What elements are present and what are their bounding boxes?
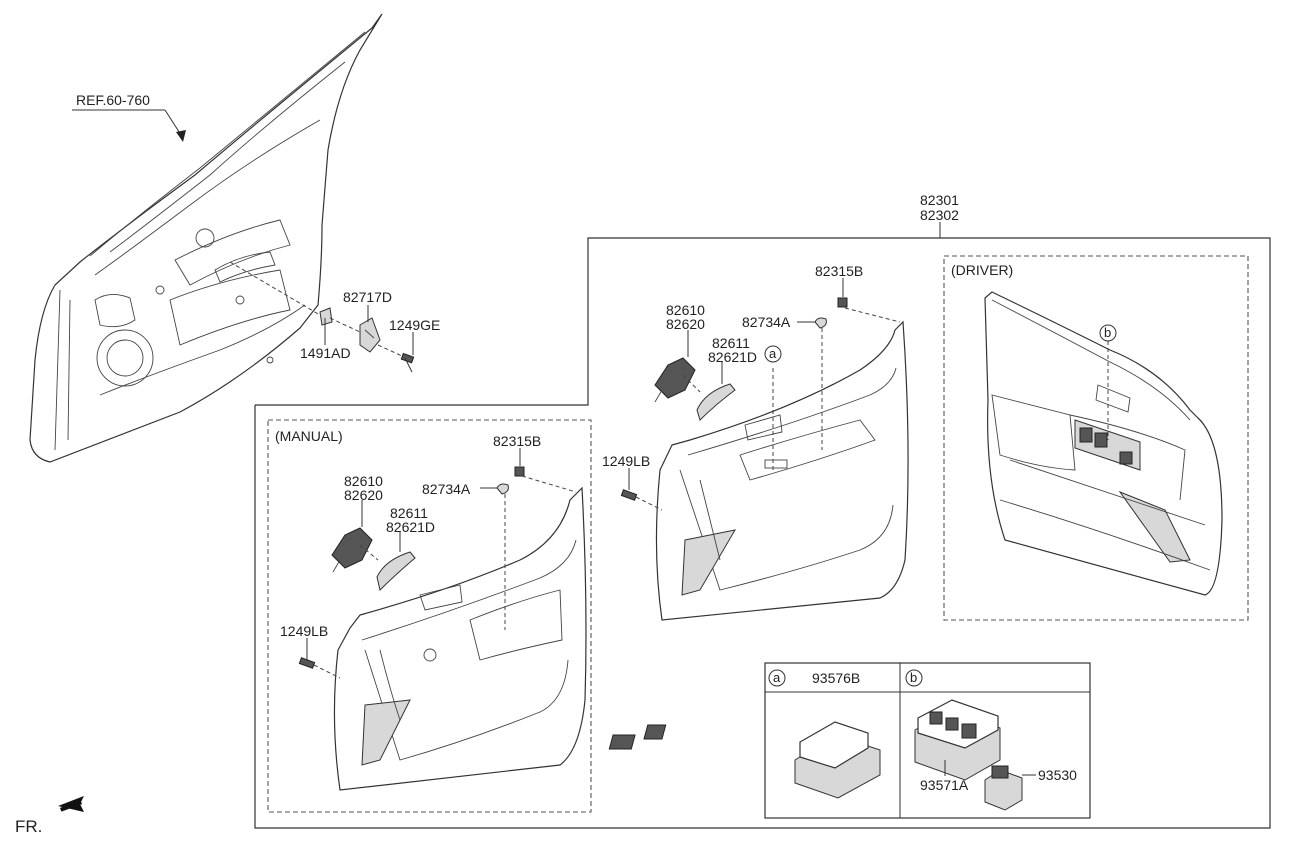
main-assembly-frame: 82301 82302: [254, 192, 1271, 829]
ref-label: REF.60-760: [76, 92, 150, 108]
fr-label: FR.: [15, 817, 42, 836]
manual-label-82621D: 82621D: [386, 519, 435, 535]
label-1249GE: 1249GE: [389, 317, 440, 333]
label-82302: 82302: [920, 207, 959, 223]
label-93576B: 93576B: [812, 670, 860, 686]
manual-label-82734A: 82734A: [422, 481, 471, 497]
power-label-1249LB: 1249LB: [602, 453, 650, 469]
door-inner-frame: [29, 13, 383, 463]
table-callout-a: a: [773, 670, 781, 685]
ref-callout: REF.60-760: [72, 92, 186, 142]
power-label-82315B: 82315B: [815, 263, 863, 279]
driver-frame: (DRIVER) b: [943, 255, 1249, 621]
manual-label-1249LB: 1249LB: [280, 623, 328, 639]
manual-frame: (MANUAL) 82315B 82734A 82610 82620 82611…: [267, 419, 592, 813]
manual-label-82620: 82620: [344, 487, 383, 503]
manual-label: (MANUAL): [275, 428, 343, 444]
manual-label-82315B: 82315B: [493, 433, 541, 449]
power-trim-panel: 82315B 82734A 82610 82620 82611 82621D a…: [602, 263, 909, 621]
label-82301: 82301: [920, 192, 959, 208]
label-93571A: 93571A: [920, 777, 969, 793]
driver-callout-b: b: [1104, 325, 1111, 340]
label-1491AD: 1491AD: [300, 345, 351, 361]
power-label-82610: 82610: [666, 302, 705, 318]
label-82717D: 82717D: [343, 289, 392, 305]
bracket-assembly: 1491AD 82717D 1249GE: [300, 289, 440, 373]
power-label-82620: 82620: [666, 316, 705, 332]
manual-label-82610: 82610: [344, 473, 383, 489]
manual-label-82611: 82611: [390, 505, 428, 521]
front-direction-indicator: FR.: [15, 796, 84, 836]
power-label-82611: 82611: [712, 335, 750, 351]
switch-table: a 93576B b 93571A 93530: [608, 662, 1091, 819]
label-93530: 93530: [1038, 767, 1077, 783]
power-label-82734A: 82734A: [742, 314, 791, 330]
driver-label: (DRIVER): [951, 262, 1013, 278]
power-label-82621D: 82621D: [708, 349, 757, 365]
power-callout-a: a: [769, 346, 777, 361]
table-callout-b: b: [910, 670, 917, 685]
